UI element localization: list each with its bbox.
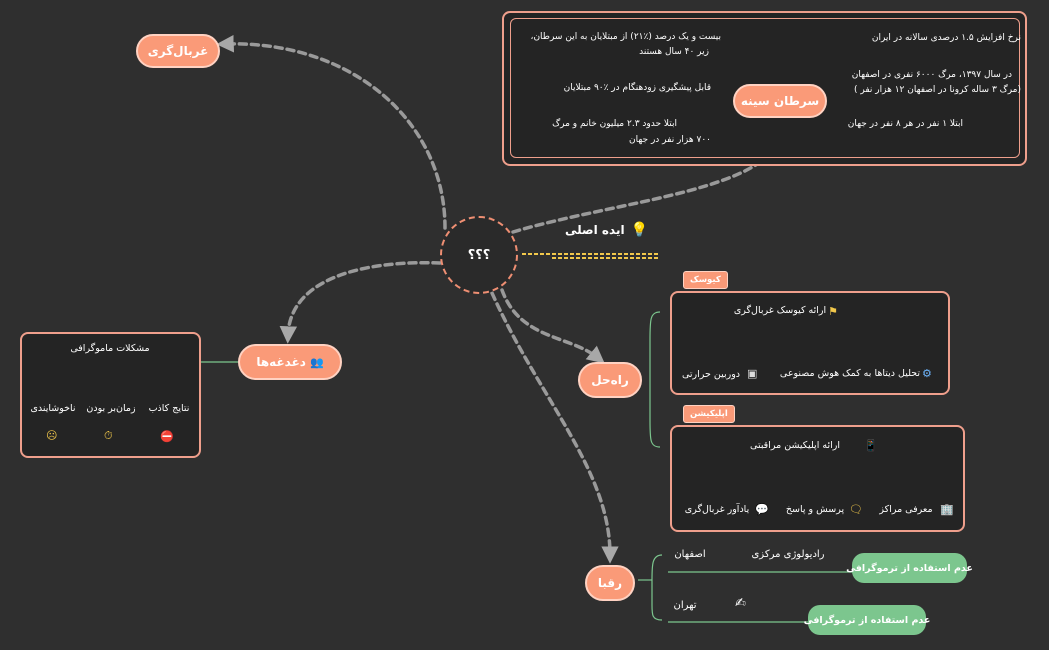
- breast-cancer-fact-1: نرخ افزایش ۱.۵ درصدی سالانه در ایران: [871, 33, 1021, 43]
- kiosk-ai-analysis: تحلیل دیتاها به کمک هوش مصنوعی: [779, 368, 920, 379]
- breast-cancer-inner-frame: [510, 18, 1020, 158]
- concerns-box: [20, 332, 201, 458]
- lightbulb-icon: 💡: [630, 222, 648, 238]
- people-icon: 👥: [309, 355, 324, 369]
- competitor-1-city: اصفهان: [674, 549, 706, 560]
- breast-cancer-fact-2: در سال ۱۳۹۷، مرگ ۶۰۰۰ نفری در اصفهان: [851, 70, 1012, 80]
- kiosk-box: [670, 291, 950, 395]
- building-icon: 🏢: [940, 503, 954, 516]
- competitors-label: رقبا: [597, 576, 623, 590]
- breast-cancer-node[interactable]: سرطان سینه: [733, 84, 827, 118]
- breast-cancer-fact-8: ابتلا حدود ۲.۳ میلیون خانم و مرگ: [552, 119, 677, 129]
- breast-cancer-fact-5: بیست و یک درصد (٪۲۱) از مبتلایان به این …: [530, 32, 721, 42]
- concern-false-results: نتایج کاذب: [148, 403, 190, 414]
- concern-unpleasant: ناخوشایندی: [30, 403, 76, 414]
- signpost-icon: ⚑: [828, 305, 838, 318]
- breast-cancer-fact-9: ۷۰۰ هزار نفر در جهان: [629, 135, 711, 145]
- chat-faces-icon: 🗨: [849, 503, 863, 516]
- kiosk-thermal-camera: دوربین حرارتی: [681, 369, 741, 380]
- frown-face-icon: ☹: [46, 429, 58, 442]
- solution-label: راه‌حل: [591, 373, 629, 387]
- concern-time-consuming: زمان‌بر بودن: [86, 403, 136, 414]
- stopwatch-icon: ⏱: [104, 429, 113, 442]
- screening-node[interactable]: غربال‌گری: [136, 34, 220, 68]
- app-title: ارائه اپلیکیشن مراقبتی: [750, 440, 840, 451]
- kiosk-title: ارائه کیوسک غربال‌گری: [733, 305, 827, 316]
- concerns-title: مشکلات ماموگرافی: [70, 343, 150, 354]
- network-icon: ⚙: [922, 367, 932, 380]
- competitor-1-name: رادیولوژی مرکزی: [751, 549, 825, 560]
- camera-icon: ▣: [747, 367, 758, 380]
- concerns-label: دغدغه‌ها: [256, 355, 306, 369]
- breast-cancer-fact-7: قابل پیشگیری زودهنگام در ٪۹۰ مبتلایان: [563, 83, 711, 93]
- breast-cancer-fact-3: (مرگ ۳ ساله کرونا در اصفهان ۱۲ هزار نفر …: [854, 85, 1021, 95]
- solution-node[interactable]: راه‌حل: [578, 362, 642, 398]
- competitor-1-note: عدم استفاده از ترموگرافی: [846, 553, 973, 583]
- app-box: [670, 425, 965, 532]
- phone-icon: 📱: [864, 439, 878, 452]
- concerns-node[interactable]: دغدغه‌ها 👥: [238, 344, 342, 380]
- breast-cancer-label: سرطان سینه: [740, 94, 820, 108]
- app-reminder: یادآور غربال‌گری: [684, 504, 750, 515]
- no-entry-icon: ⛔: [160, 430, 174, 443]
- breast-cancer-fact-4: ابتلا ۱ نفر در هر ۸ نفر در جهان: [847, 119, 963, 129]
- main-idea[interactable]: ایده اصلی 💡: [565, 222, 648, 238]
- kiosk-tag: کیوسک: [683, 271, 728, 289]
- central-node[interactable]: ؟؟؟: [440, 216, 518, 294]
- central-node-label: ؟؟؟: [467, 247, 491, 263]
- message-icon: 💬: [755, 503, 769, 516]
- screening-label: غربال‌گری: [147, 44, 209, 58]
- main-idea-label: ایده اصلی: [565, 223, 625, 237]
- app-qa: پرسش و پاسخ: [785, 504, 845, 515]
- competitors-node[interactable]: رقبا: [585, 565, 635, 601]
- app-centers: معرفی مراکز: [879, 504, 933, 515]
- competitor-2-city: تهران: [673, 600, 697, 611]
- breast-cancer-fact-6: زیر ۴۰ سال هستند: [639, 47, 709, 57]
- app-tag: اپلیکیشن: [683, 405, 735, 423]
- signature-icon: ✍: [735, 596, 746, 611]
- competitor-2-note: عدم استفاده از ترموگرافی: [804, 605, 930, 635]
